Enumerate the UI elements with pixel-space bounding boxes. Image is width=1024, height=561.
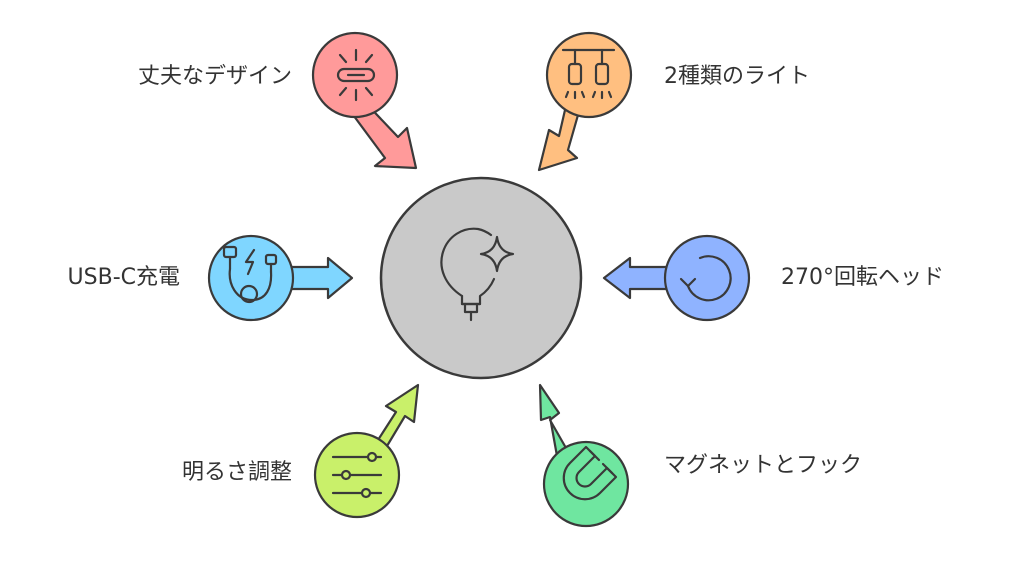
node-two-lights (545, 31, 633, 119)
node-magnet-hook (542, 440, 630, 528)
feature-two-lights (537, 31, 633, 172)
feature-rotating-head (602, 234, 751, 322)
lightbulb-sparkle-icon (440, 227, 515, 322)
rotate-arrow-icon (679, 255, 732, 302)
node-rotating-head (663, 234, 751, 322)
feature-usb-c (207, 234, 354, 322)
light-tube-icon (336, 48, 376, 102)
label-magnet-hook: マグネットとフック (664, 453, 863, 478)
label-usb-c: USB-C充電 (67, 265, 180, 290)
label-brightness: 明るさ調整 (181, 460, 292, 485)
arrow-brightness (376, 383, 420, 448)
magnet-icon (562, 445, 618, 501)
center-circle (379, 176, 583, 380)
label-two-lights: 2種類のライト (664, 64, 810, 89)
label-rotating-head: 270°回転ヘッド (781, 265, 944, 290)
hanging-lamps-icon (561, 48, 616, 100)
feature-brightness (313, 383, 420, 519)
label-durable-design: 丈夫なデザイン (137, 64, 292, 89)
sliders-icon (331, 451, 383, 499)
usb-charge-icon (222, 245, 278, 304)
center-hub (379, 176, 583, 380)
feature-durable-design (311, 31, 418, 170)
arrow-rotating-head (602, 256, 672, 300)
node-usb-c (207, 234, 295, 322)
arrow-magnet-hook (538, 383, 568, 458)
arrow-usb-c (286, 256, 354, 300)
feature-magnet-hook (538, 383, 630, 528)
